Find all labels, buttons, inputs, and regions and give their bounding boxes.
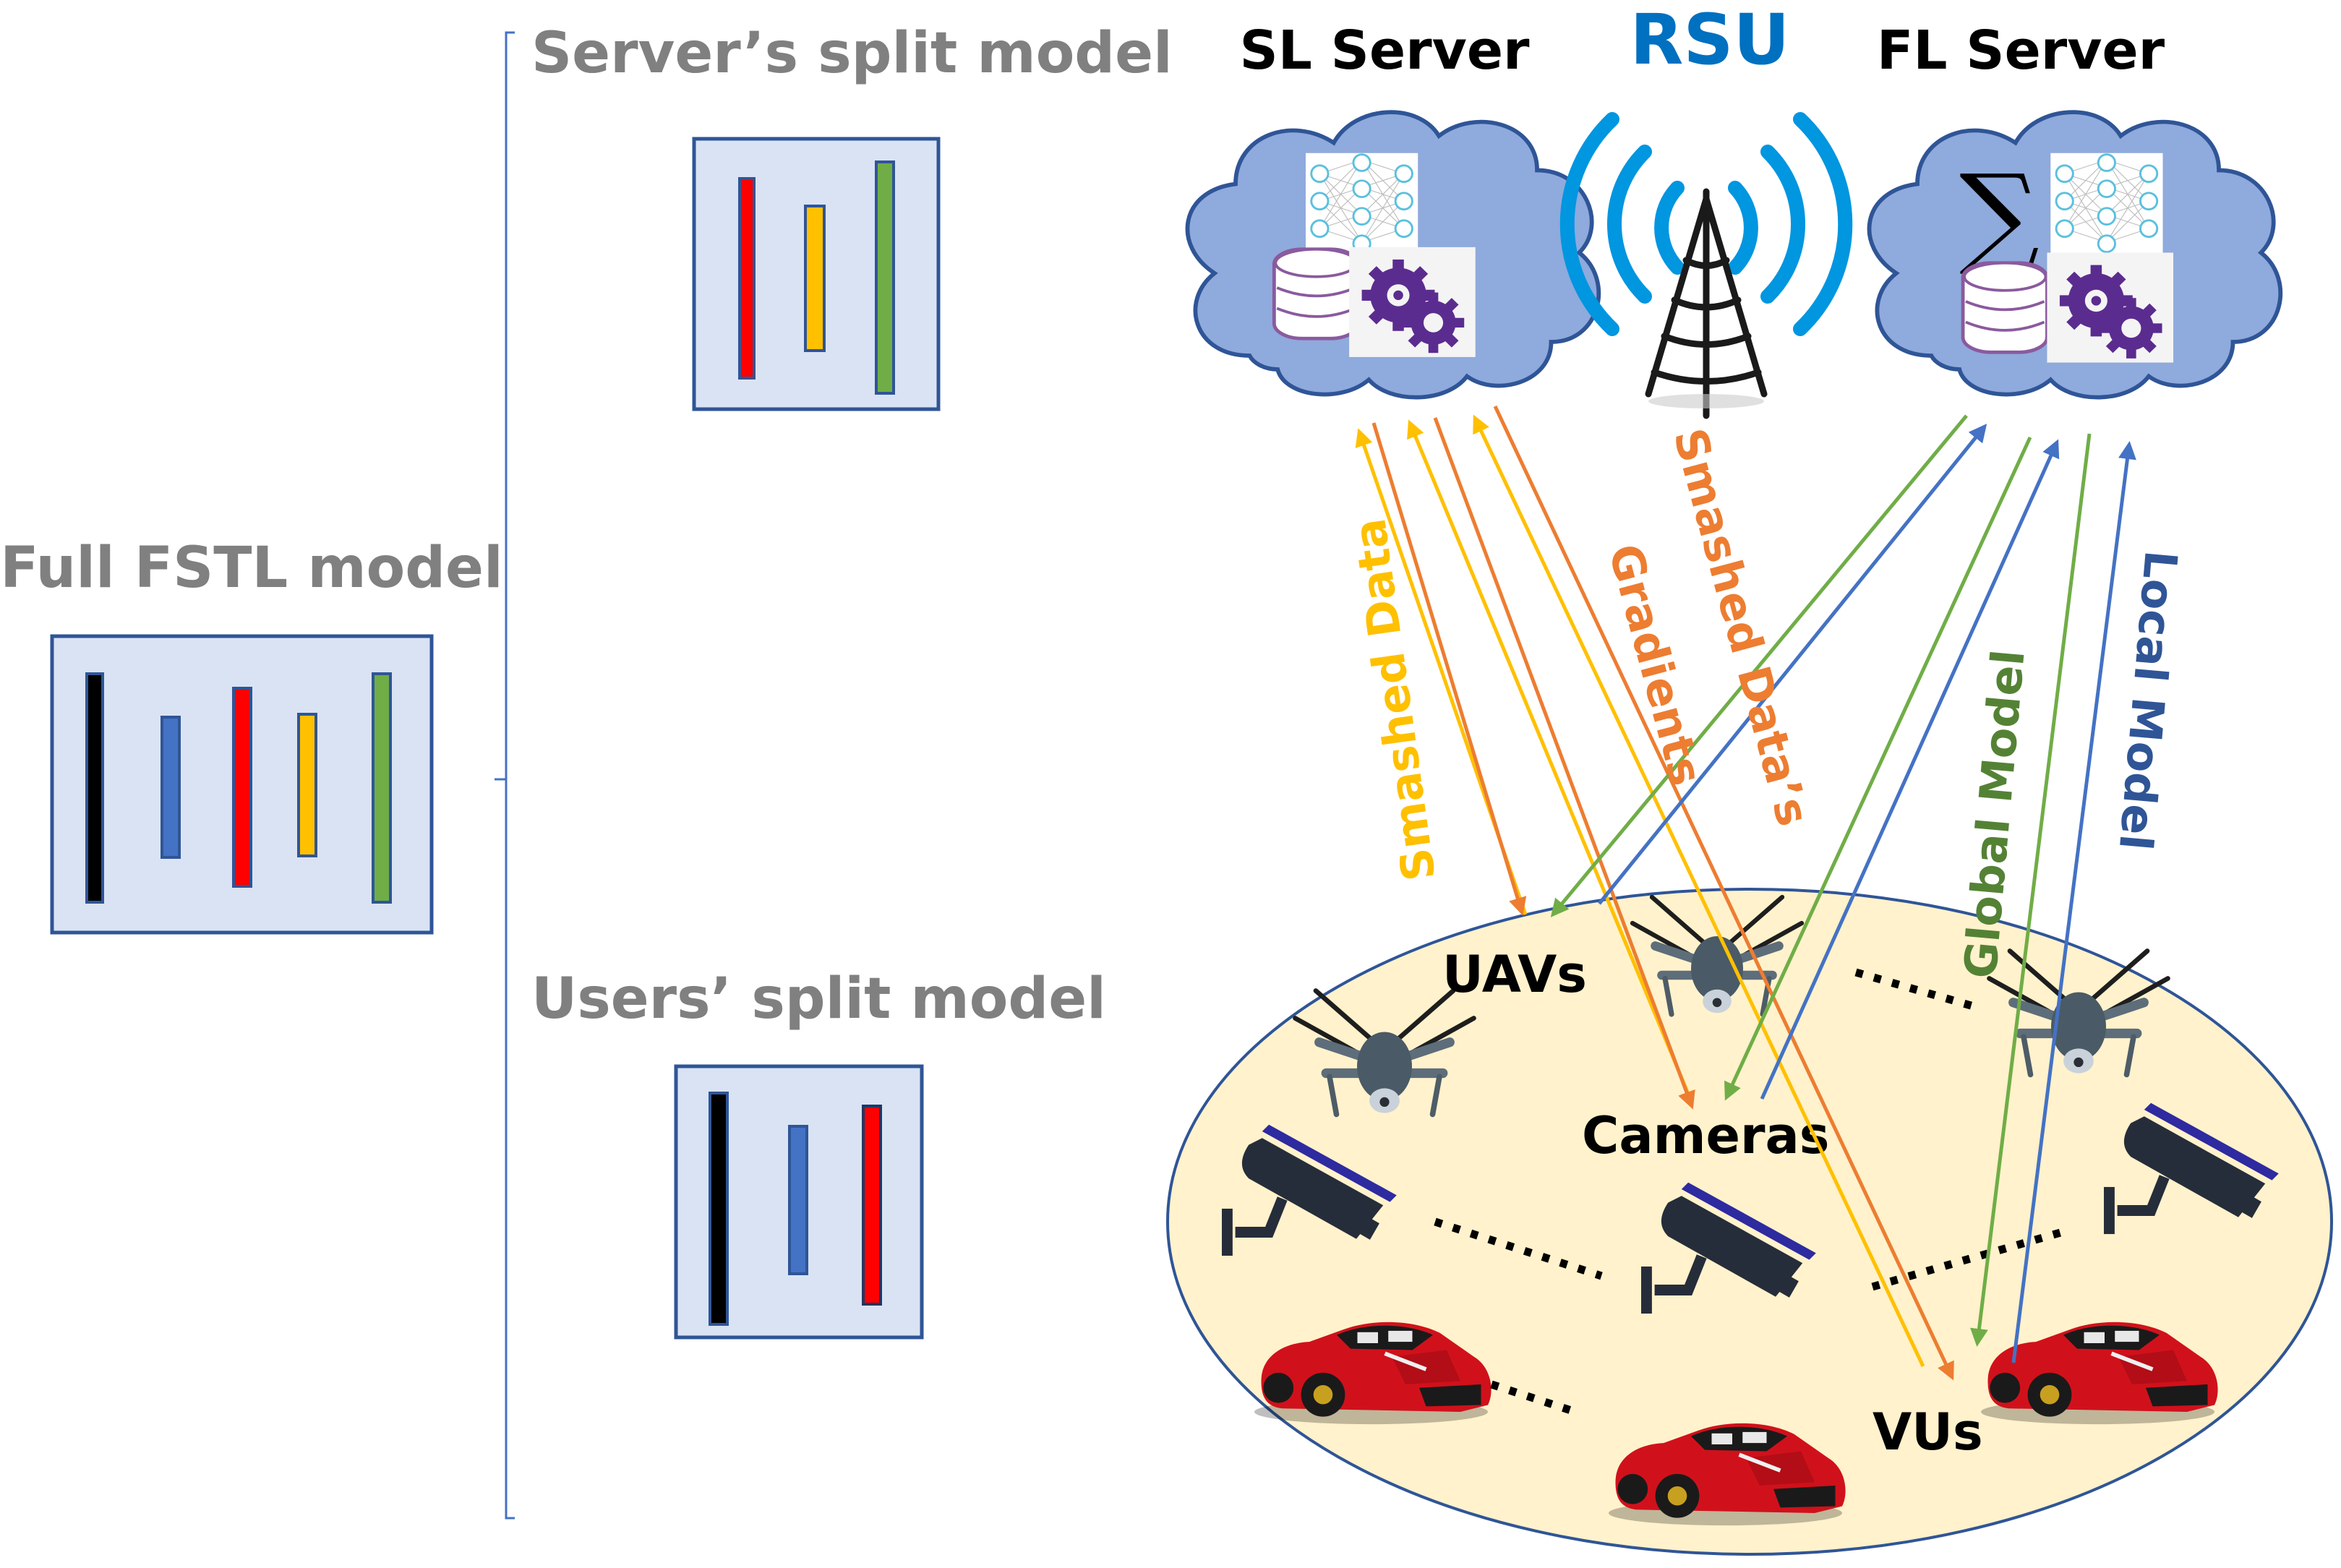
arrow-gradient-vu	[1493, 405, 1954, 1381]
arrow-gradient-uav	[1371, 422, 1527, 916]
vus-label: VUs	[1873, 1402, 1983, 1462]
rsu-tower-icon	[1559, 112, 1853, 419]
sl-server-cloud	[1187, 112, 1599, 397]
label-local-model: Local Model	[2109, 549, 2188, 852]
server-split-layer-green	[875, 160, 895, 395]
rsu-label: RSU	[1630, 0, 1789, 80]
arrow-local-model-uav	[1598, 424, 1987, 905]
arrow-global-model-vu	[1970, 433, 2092, 1347]
users-split-layer-blue	[788, 1125, 808, 1275]
full-model-layer-yellow	[297, 713, 317, 857]
full-model-title: Full FSTL model	[0, 536, 502, 601]
arrow-local-model-vu	[2011, 441, 2136, 1363]
users-split-layer-red	[862, 1105, 882, 1306]
server-split-title: Server’s split model	[531, 21, 1173, 86]
full-model-layer-blue	[161, 716, 181, 859]
users-split-box	[674, 1064, 924, 1340]
sigma-icon: ∑	[1959, 151, 2040, 279]
users-split-layer-black	[709, 1092, 729, 1326]
fl-link-arrows	[1550, 414, 2136, 1363]
fl-server-cloud: ∑	[1869, 112, 2280, 397]
database-icon	[1963, 263, 2047, 353]
full-model-layer-black	[85, 672, 104, 904]
full-model-box	[50, 634, 434, 935]
users-split-title: Users’ split model	[531, 967, 1106, 1032]
uavs-label: UAVs	[1442, 945, 1587, 1004]
device-ellipsis-dots	[1434, 968, 2062, 1418]
arrow-global-model-uav	[1550, 414, 1968, 917]
cameras-label: Cameras	[1582, 1106, 1829, 1165]
label-smashed-data-up: Smashed Data	[1343, 515, 1446, 884]
arrow-gradient-camera	[1433, 417, 1695, 1110]
server-split-box	[692, 137, 941, 411]
fl-server-label: FL Server	[1877, 20, 2165, 82]
sl-server-label: SL Server	[1239, 20, 1530, 82]
sl-link-arrows	[1355, 405, 1954, 1381]
database-icon	[1274, 249, 1358, 339]
arrow-local-model-camera	[1760, 439, 2060, 1100]
server-split-layer-yellow	[804, 205, 826, 352]
gears-icon	[2047, 252, 2174, 363]
gears-icon	[1349, 247, 1476, 357]
arrow-global-model-camera	[1724, 436, 2032, 1101]
model-split-bracket	[495, 31, 515, 1520]
full-model-layer-green	[372, 672, 392, 904]
server-split-layer-red	[738, 177, 756, 380]
arrow-smashed-data-camera	[1407, 419, 1694, 1103]
arrow-smashed-data-vu	[1473, 414, 1925, 1368]
neural-network-icon	[1304, 152, 1419, 257]
full-model-layer-red	[232, 687, 252, 888]
neural-network-icon	[2049, 152, 2164, 257]
